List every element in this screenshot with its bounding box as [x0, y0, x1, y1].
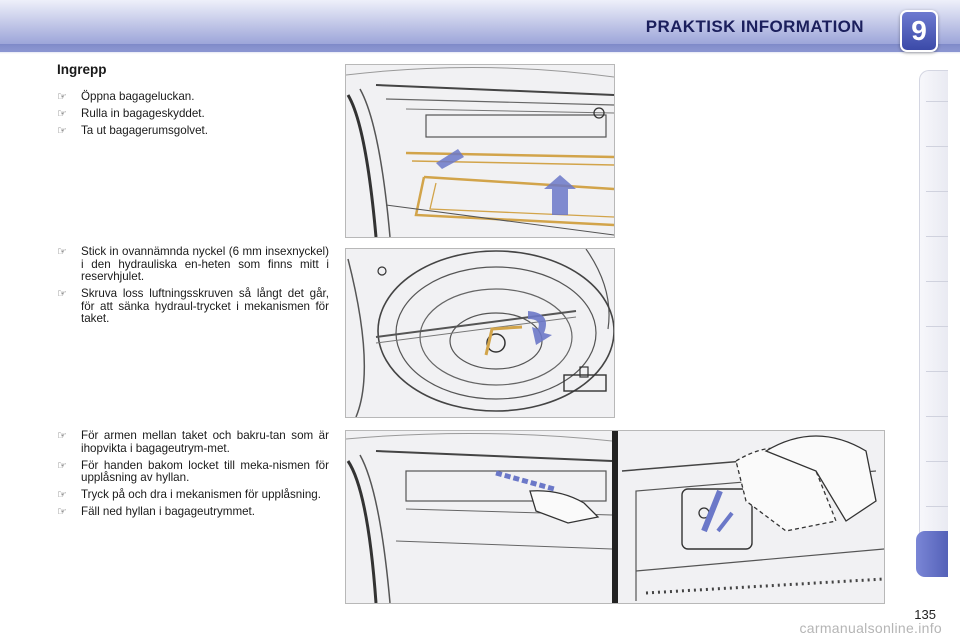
- step-text: För handen bakom locket till meka-nismen…: [81, 458, 329, 485]
- list-item: ☞ Stick in ovannämnda nyckel (6 mm insexn…: [57, 245, 329, 284]
- list-item: ☞ Rulla in bagageskyddet.: [57, 107, 329, 121]
- trunk-floor-illustration: [346, 65, 614, 237]
- tab-divider: [926, 101, 948, 102]
- pointing-hand-icon: ☞: [57, 506, 67, 519]
- list-item: ☞ Fäll ned hyllan i bagageutrymmet.: [57, 506, 329, 519]
- spare-wheel-illustration: [346, 249, 614, 417]
- pointing-hand-icon: ☞: [57, 125, 67, 138]
- step-text: För armen mellan taket och bakru-tan som…: [81, 429, 329, 455]
- step-text: Rulla in bagageskyddet.: [81, 107, 205, 121]
- header-band: [0, 0, 960, 52]
- pointing-hand-icon: ☞: [57, 288, 67, 301]
- figure-trunk-floor: [345, 64, 615, 238]
- step-text: Tryck på och dra i mekanismen för upplås…: [81, 488, 321, 502]
- section-title: Ingrepp: [57, 62, 107, 77]
- pointing-hand-icon: ☞: [57, 459, 67, 472]
- tab-divider: [926, 371, 948, 372]
- figure-spare-wheel: [345, 248, 615, 418]
- tab-divider: [926, 281, 948, 282]
- list-item: ☞ Öppna bagageluckan.: [57, 90, 329, 104]
- list-item: ☞ Ta ut bagagerumsgolvet.: [57, 124, 329, 138]
- step-text: Stick in ovannämnda nyckel (6 mm insexny…: [81, 245, 329, 284]
- tab-divider: [926, 416, 948, 417]
- list-item: ☞ Tryck på och dra i mekanismen för upplå…: [57, 489, 329, 502]
- step-text: Ta ut bagagerumsgolvet.: [81, 124, 208, 138]
- step-text: Fäll ned hyllan i bagageutrymmet.: [81, 505, 255, 519]
- pointing-hand-icon: ☞: [57, 108, 67, 121]
- tab-divider: [926, 191, 948, 192]
- pointing-hand-icon: ☞: [57, 489, 67, 502]
- list-item: ☞ Skruva loss luftningsskruven så långt d…: [57, 287, 329, 326]
- tab-divider: [926, 326, 948, 327]
- step-text: Skruva loss luftningsskruven så långt de…: [81, 287, 329, 326]
- pointing-hand-icon: ☞: [57, 430, 67, 442]
- header-shadow: [0, 44, 960, 54]
- watermark: carmanualsonline.info: [799, 620, 942, 636]
- steps-open-trunk: ☞ Öppna bagageluckan. ☞ Rulla in bagagesky…: [57, 90, 329, 142]
- tab-divider: [926, 146, 948, 147]
- list-item: ☞ För handen bakom locket till meka-nisme…: [57, 458, 329, 485]
- steps-hydraulic: ☞ Stick in ovannämnda nyckel (6 mm insexn…: [57, 245, 329, 331]
- chapter-tabs: [916, 70, 948, 577]
- tab-chapter-9[interactable]: [916, 531, 948, 577]
- tab-divider: [926, 236, 948, 237]
- pointing-hand-icon: ☞: [57, 246, 67, 258]
- tab-divider: [926, 461, 948, 462]
- chapter-title: PRAKTISK INFORMATION: [645, 17, 864, 36]
- pointing-hand-icon: ☞: [57, 91, 67, 103]
- shelf-release-illustration: [346, 431, 884, 603]
- list-item: ☞ För armen mellan taket och bakru-tan so…: [57, 429, 329, 455]
- figure-shelf-release: [345, 430, 885, 604]
- chapter-number-badge: 9: [900, 10, 938, 52]
- page-number: 135: [914, 607, 936, 622]
- steps-release-shelf: ☞ För armen mellan taket och bakru-tan so…: [57, 429, 329, 524]
- tab-divider: [926, 506, 948, 507]
- step-text: Öppna bagageluckan.: [81, 90, 195, 103]
